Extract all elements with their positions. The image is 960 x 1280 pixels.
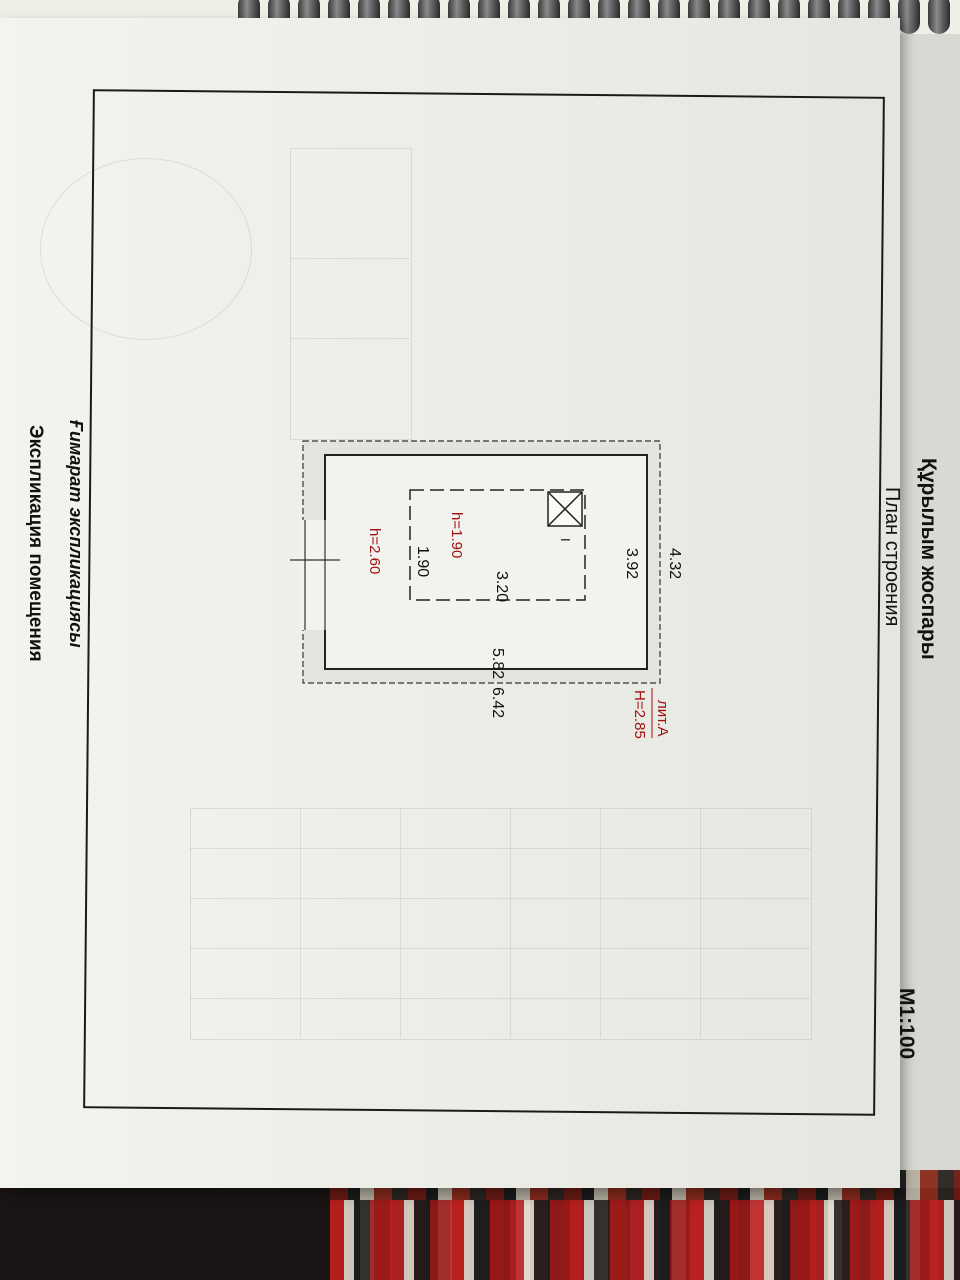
outer-width-label: 4.32 [666,548,683,580]
lit-label: лит.А [654,700,671,737]
hatch-cross [547,491,583,527]
inner-width-label: 3.92 [623,548,640,580]
cellar-outline [409,489,586,601]
outer-length-label: 6.42 [489,687,506,719]
room-height-label: h=2.60 [366,528,383,575]
cellar-height-label: h=1.90 [448,512,465,559]
cellar-width-label: 1.90 [414,546,431,578]
door-opening [300,520,328,630]
cellar-length-label: 3.20 [493,571,510,603]
building-height-label: Н=2.85 [631,690,648,739]
inner-room [324,454,648,670]
inner-length-label: 5.82 [489,648,506,680]
hatch-mark-label: I [558,538,573,542]
fabric-background-pattern [330,1200,960,1280]
